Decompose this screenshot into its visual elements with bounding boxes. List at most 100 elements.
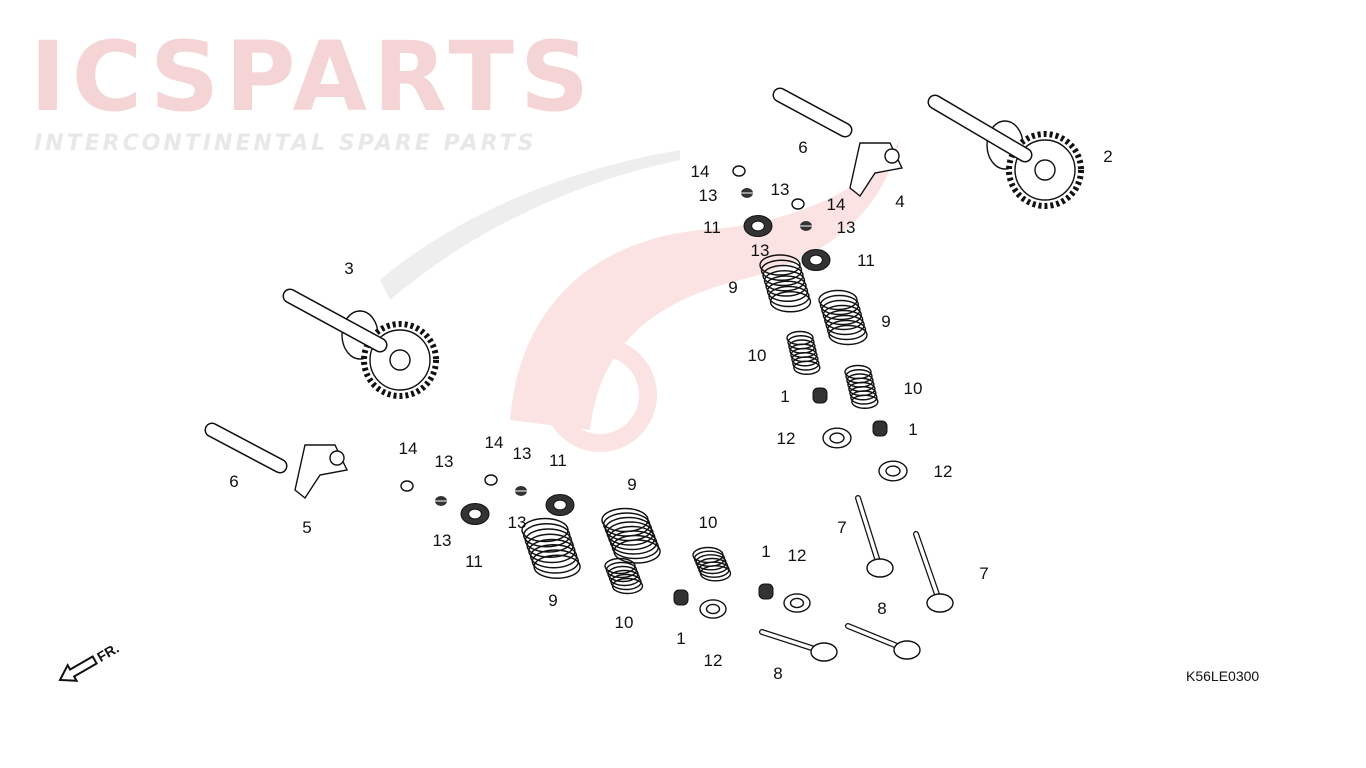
spring-coil: [699, 565, 732, 582]
spring-coil: [826, 319, 867, 341]
spring-coil: [818, 289, 858, 311]
callout-label: 7: [979, 564, 988, 583]
valve-cotter: [800, 221, 812, 231]
spring-coil: [825, 314, 865, 336]
spring-coil: [521, 517, 569, 543]
intake-valve: [759, 629, 838, 662]
cam-hub: [1034, 159, 1056, 181]
spring-seat: [699, 599, 727, 619]
watermark-tagline: INTERCONTINENTAL SPARE PARTS: [34, 131, 536, 156]
cam-hub: [389, 349, 411, 371]
spring-coil: [766, 280, 809, 302]
callout-label: 14: [399, 439, 418, 458]
callout-label: 1: [780, 387, 789, 406]
callout-label: 10: [699, 513, 718, 532]
callout-label: 13: [508, 513, 527, 532]
callout-label: 13: [771, 180, 790, 199]
callout-label: 12: [788, 546, 807, 565]
spring-coil: [822, 304, 862, 326]
inner-spring: [844, 364, 879, 409]
callout-label: 8: [877, 599, 886, 618]
exhaust-valve: [913, 531, 954, 613]
watermark-logo: [380, 140, 900, 452]
inner-spring: [604, 557, 644, 595]
callout-label: 10: [748, 346, 767, 365]
callout-label: 14: [827, 195, 846, 214]
spring-coil: [824, 309, 864, 331]
seat-inner: [829, 432, 845, 444]
front-arrow: FR.: [58, 640, 122, 682]
callout-label: 8: [773, 664, 782, 683]
camshaft-body: [282, 288, 388, 353]
rocker-shaft-upper: [772, 87, 853, 138]
rocker-shaft-lower: [204, 422, 288, 474]
callout-label: 3: [344, 259, 353, 278]
spring-coil: [611, 577, 644, 595]
spring-coil: [849, 386, 877, 401]
callout-label: 13: [699, 186, 718, 205]
callout-label: 11: [465, 552, 483, 571]
valve-cotter: [741, 188, 753, 198]
tappet-shim: [791, 198, 805, 210]
spring-coil: [765, 275, 807, 297]
valve-stem: [914, 532, 942, 605]
spring-coil: [528, 538, 576, 564]
watermark-brand: ICSPARTS: [30, 21, 595, 133]
callout-label: 4: [895, 192, 904, 211]
spring-coil: [793, 360, 821, 375]
callout-label: 14: [485, 433, 504, 452]
inner-spring: [786, 330, 821, 375]
spring-coil: [763, 270, 806, 292]
callout-label: 12: [704, 651, 723, 670]
spring-retainer: [545, 494, 575, 516]
callout-label: 11: [703, 218, 721, 237]
inner-spring: [692, 546, 732, 582]
spring-coil: [821, 299, 861, 321]
valve-head: [926, 593, 954, 613]
exhaust-valve: [855, 495, 894, 578]
stem-seal: [758, 583, 774, 600]
spring-coil: [759, 254, 801, 276]
valve-cotter: [435, 496, 447, 506]
valve-cotter: [515, 486, 527, 496]
valve-spring: [759, 254, 812, 313]
callout-label: 12: [934, 462, 953, 481]
callout-label: 12: [777, 429, 796, 448]
valve-head: [893, 640, 921, 660]
spring-coil: [523, 523, 571, 548]
spring-coil: [851, 394, 879, 409]
spring-seat: [783, 593, 811, 613]
callout-label: 9: [627, 475, 636, 494]
valve-spring: [818, 289, 868, 346]
callout-label: 10: [615, 613, 634, 632]
callout-label: 14: [691, 162, 710, 181]
spring-retainer: [743, 215, 773, 237]
valve-spring: [521, 517, 581, 579]
retainer-hole: [553, 499, 567, 511]
callout-label: 9: [728, 278, 737, 297]
spring-coil: [762, 264, 804, 287]
spring-coil: [533, 554, 581, 579]
seat-inner: [789, 597, 805, 609]
spring-coil: [828, 324, 868, 346]
spring-coil: [526, 533, 574, 558]
valve-head: [810, 642, 838, 662]
callout-label: 11: [857, 251, 875, 270]
spring-coil: [819, 294, 860, 316]
spring-coil: [791, 352, 819, 367]
shaft-fill: [284, 290, 386, 351]
intake-valve: [845, 623, 921, 660]
spring-coil: [792, 356, 820, 371]
stem-seal: [812, 387, 828, 404]
callout-label: 11: [549, 451, 567, 470]
spring-coil: [531, 549, 580, 574]
retainer-hole: [751, 220, 765, 232]
rocker-arm-upper: [849, 142, 904, 198]
retainer-hole: [468, 508, 482, 520]
spring-coil: [850, 390, 878, 405]
callout-label: 9: [881, 312, 890, 331]
callout-label: 6: [229, 472, 238, 491]
callout-label: 13: [433, 531, 452, 550]
spring-seat: [878, 460, 908, 482]
